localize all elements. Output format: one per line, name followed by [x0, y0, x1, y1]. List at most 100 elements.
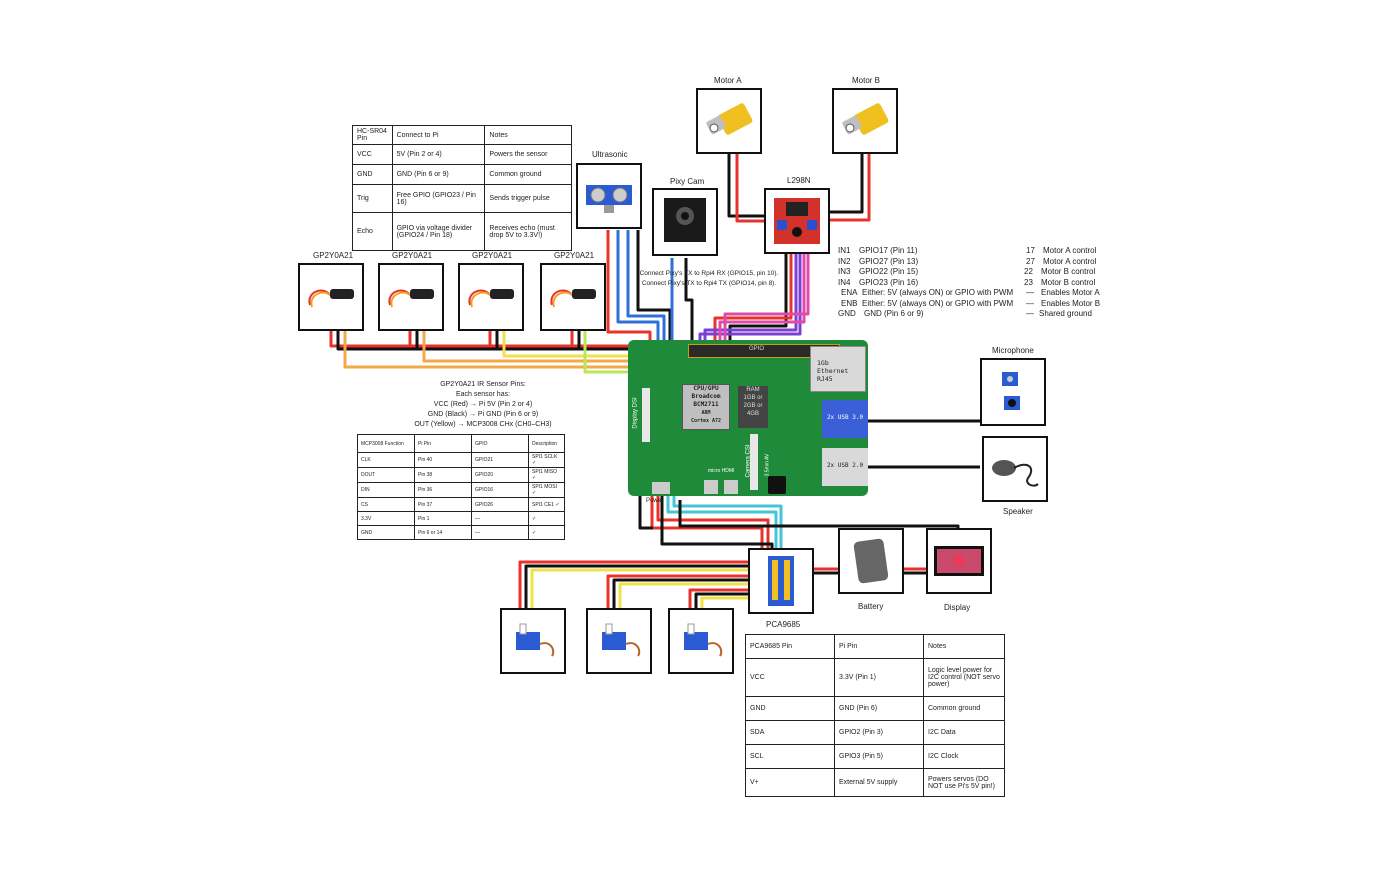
display-module	[926, 528, 992, 594]
pin-connection: GPIO22 (Pin 15)	[859, 267, 919, 276]
table-header: Description	[528, 434, 565, 453]
table-cell: GPIO2 (Pin 3)	[834, 720, 924, 745]
pin-connection: Either: 5V (always ON) or GPIO with PWM	[862, 288, 1014, 297]
speaker-label: Speaker	[1003, 507, 1033, 516]
table-cell: VCC	[352, 144, 393, 165]
pin-name: IN3	[838, 267, 851, 276]
battery-icon	[853, 538, 889, 584]
wire-pixy-black	[684, 258, 694, 348]
camera-csi-connector	[750, 434, 758, 490]
motor-icon	[842, 103, 889, 135]
pin-gpio: 22	[1024, 267, 1033, 276]
ram-chip: RAM 1GB or 2GB or 4GB	[738, 386, 768, 428]
servo-icon	[602, 623, 641, 657]
table-cell: GPIO21	[471, 452, 529, 468]
pixy-cam	[652, 188, 718, 256]
table-cell: GPIO16	[471, 482, 529, 498]
ir-note-line: GND (Black) → Pi GND (Pin 6 or 9)	[427, 411, 539, 418]
ir-sensor-3	[458, 263, 524, 331]
cpu-line: ARM	[701, 410, 711, 416]
pin-name: GND	[838, 309, 856, 318]
pin-name: ENB	[841, 298, 858, 308]
motor-b	[832, 88, 898, 154]
table-header: Notes	[923, 634, 1005, 659]
cpu-line: CPU/GPU	[693, 385, 719, 392]
ir-sensor-4	[540, 263, 606, 331]
table-cell: Powers the sensor	[484, 144, 572, 165]
microphone-label: Microphone	[992, 346, 1034, 355]
table-cell: Common ground	[484, 164, 572, 185]
table-cell: 3.3V (Pin 1)	[834, 658, 924, 697]
servo-2	[586, 608, 652, 674]
pin-function: Shared ground	[1039, 309, 1092, 318]
pixy-note: Connect Pixy's TX to Rpi4 RX (GPIO15, pi…	[634, 269, 784, 289]
table-cell: SPI1 MOSI ✓	[528, 482, 565, 498]
wire-motor-a-red	[735, 153, 774, 223]
micro-hdmi-port	[704, 480, 718, 494]
table-cell: Pin 6 or 14	[414, 525, 472, 540]
motor-a-label: Motor A	[714, 76, 742, 85]
table-cell: SPI1 MISO ✓	[528, 467, 565, 483]
micro-hdmi-label: micro HDMI	[708, 468, 735, 474]
table-cell: 5V (Pin 2 or 4)	[391, 144, 486, 165]
table-cell: Logic level power for I2C control (NOT s…	[923, 658, 1005, 697]
microphone-icon	[1002, 372, 1020, 410]
wire-servo3-black	[694, 592, 749, 610]
table-cell: External 5V supply	[834, 768, 924, 797]
table-header: Connect to Pi	[391, 125, 486, 145]
battery	[838, 528, 904, 594]
pin-name: IN4	[838, 277, 851, 287]
display-dsi-connector	[642, 388, 650, 442]
table-cell: ✓	[528, 511, 565, 526]
ir-sensor-1	[298, 263, 364, 331]
display-icon	[934, 546, 984, 576]
ir-note-line: OUT (Yellow) → MCP3008 CHx (CH0–CH3)	[414, 421, 552, 428]
table-cell: Pin 37	[414, 497, 472, 512]
table-cell: GPIO26	[471, 497, 529, 512]
table-cell: GND (Pin 6 or 9)	[391, 164, 486, 185]
ir-sensor-3-label: GP2Y0A21	[472, 251, 513, 260]
wire-ultra-blue1	[616, 230, 660, 348]
table-cell: DOUT	[357, 467, 415, 483]
table-cell: GPIO20	[471, 467, 529, 483]
table-cell: Echo	[352, 212, 393, 251]
audio-jack-label: 3.5mm AV	[764, 453, 771, 477]
motor-icon	[706, 103, 753, 135]
table-cell: —	[471, 511, 529, 526]
table-header: PCA9685 Pin	[745, 634, 835, 659]
usb3-port: 2x USB 3.0	[822, 400, 868, 438]
wire-l298n-6	[723, 254, 810, 348]
pin-connection: Either: 5V (always ON) or GPIO with PWM	[862, 298, 1014, 308]
servo-3	[668, 608, 734, 674]
ir-sensor-2-label: GP2Y0A21	[392, 251, 433, 260]
ir-sensor-note: GP2Y0A21 IR Sensor Pins: Each sensor has…	[398, 380, 568, 430]
ultrasonic-icon	[586, 185, 632, 213]
table-cell: SDA	[745, 720, 835, 745]
table-cell: Trig	[352, 184, 393, 213]
ram-line: 2GB or	[743, 403, 763, 409]
table-cell: GND	[352, 164, 393, 185]
table-cell: GND	[357, 525, 415, 540]
pin-function: Enables Motor B	[1041, 298, 1101, 308]
ir-sensor-1-label: GP2Y0A21	[313, 251, 354, 260]
wire-servo3-yellow	[700, 596, 749, 610]
pin-function: Enables Motor A	[1041, 288, 1100, 297]
battery-label: Battery	[858, 602, 884, 611]
table-cell: GPIO via voltage divider (GPIO24 / Pin 1…	[391, 212, 486, 251]
table-cell: Receives echo (must drop 5V to 3.3V!)	[484, 212, 572, 251]
table-cell: Pin 1	[414, 511, 472, 526]
table-cell: —	[471, 525, 529, 540]
wire-servo1-red	[518, 560, 749, 610]
ir-sensor-icon	[550, 289, 596, 308]
wire-motor-b-black	[826, 153, 864, 214]
servo-1	[500, 608, 566, 674]
pin-connection: GPIO17 (Pin 11)	[859, 246, 918, 255]
table-cell: I2C Data	[923, 720, 1005, 745]
display-dsi-label: Display DSI	[632, 397, 639, 429]
table-cell: Free GPIO (GPIO23 / Pin 16)	[391, 184, 486, 213]
servo-icon	[684, 623, 723, 657]
motor-a	[696, 88, 762, 154]
wire-servo3-red	[688, 588, 749, 610]
wire-ultra-black	[636, 230, 672, 348]
table-cell: Pin 40	[414, 452, 472, 468]
